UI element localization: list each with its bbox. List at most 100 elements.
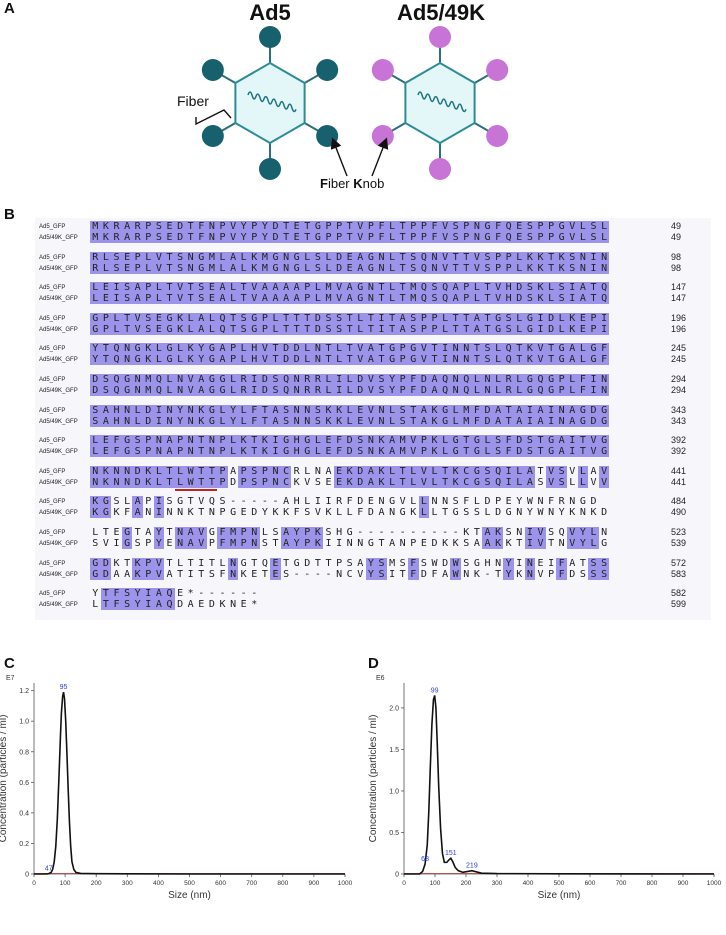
residue: D — [143, 415, 154, 427]
residue: H — [503, 293, 514, 305]
residue: S — [376, 385, 387, 396]
residue: L — [153, 282, 165, 294]
sequence-name: Ad5/49K_GFP — [39, 357, 78, 364]
residue: L — [429, 465, 440, 477]
residue: G — [280, 446, 292, 458]
residue: K — [556, 262, 567, 274]
residue: T — [516, 538, 523, 549]
residue: Y — [174, 415, 186, 427]
ad549k-title: Ad5/49K — [396, 0, 486, 25]
knob-label-f: F — [320, 176, 328, 191]
residue: L — [556, 323, 567, 335]
residue: L — [227, 435, 239, 447]
residue: Q — [503, 343, 514, 355]
residue: T — [185, 293, 196, 305]
residue: N — [280, 262, 292, 274]
residue: T — [471, 343, 483, 355]
residue: L — [386, 465, 398, 477]
residue: - — [230, 588, 237, 600]
residue: K — [240, 568, 247, 580]
residue: L — [514, 374, 525, 385]
residue: P — [418, 312, 430, 324]
capsid-hexagon — [404, 61, 476, 145]
residue: N — [558, 538, 565, 549]
residue: Y — [259, 232, 271, 243]
residue: N — [174, 374, 186, 385]
residue: L — [577, 221, 589, 232]
residue: A — [418, 404, 430, 416]
residue: L — [514, 465, 525, 477]
residue: G — [471, 476, 483, 488]
residue: N — [442, 496, 449, 508]
residue: V — [132, 323, 143, 335]
residue: I — [524, 538, 536, 549]
residue: T — [100, 599, 112, 611]
residue: G — [90, 557, 101, 569]
residue: N — [145, 507, 152, 519]
residue: S — [452, 496, 459, 508]
residue: V — [471, 262, 483, 274]
residue: T — [545, 354, 557, 366]
residue-count: 343 — [671, 404, 687, 415]
fiber-knob — [259, 26, 281, 48]
residue: Y — [153, 538, 165, 549]
residue: I — [113, 538, 120, 549]
residue: I — [153, 507, 165, 519]
residue: S — [143, 323, 154, 335]
residue: D — [132, 465, 143, 477]
residue: L — [164, 374, 175, 385]
residue: T — [386, 323, 398, 335]
sequence-name: Ad5_GFP — [39, 530, 66, 536]
residue: M — [143, 374, 154, 385]
residue: L — [217, 251, 228, 263]
residue: F — [196, 232, 207, 243]
residue: V — [304, 476, 311, 488]
residue: D — [270, 232, 281, 243]
residue: L — [386, 293, 398, 305]
residue: M — [461, 415, 472, 427]
residue: E — [121, 251, 133, 263]
residue: D — [174, 232, 186, 243]
residue: D — [312, 323, 324, 335]
residue: K — [376, 435, 387, 447]
residue: G — [121, 527, 133, 538]
residue: D — [495, 507, 502, 519]
residue: A — [325, 465, 332, 477]
residue: A — [429, 385, 440, 396]
residue: A — [556, 446, 567, 458]
residue: K — [323, 415, 334, 427]
residue-count: 196 — [671, 323, 687, 334]
residue: P — [461, 232, 472, 243]
residue: M — [206, 262, 218, 274]
residue: L — [514, 323, 525, 335]
residue: S — [588, 221, 599, 232]
residue: Q — [492, 465, 504, 477]
sequence-name: Ad5_GFP — [39, 346, 66, 353]
residue: E — [355, 404, 366, 416]
residue: Y — [261, 507, 268, 519]
residue: E — [325, 476, 332, 488]
residue: P — [397, 374, 408, 385]
residue: A — [164, 446, 175, 458]
residue: D — [90, 374, 101, 385]
residue: I — [198, 557, 205, 569]
ad5-virus — [201, 26, 339, 180]
residue: S — [196, 293, 207, 305]
residue: T — [164, 293, 175, 305]
residue: P — [461, 221, 472, 232]
residue: G — [482, 221, 493, 232]
residue: Y — [90, 343, 101, 355]
residue: S — [261, 538, 268, 549]
residue: N — [174, 385, 186, 396]
residue: G — [492, 312, 504, 324]
residue: P — [503, 262, 514, 274]
residue: N — [164, 404, 175, 416]
residue: F — [111, 599, 122, 611]
residue: N — [431, 496, 438, 508]
residue: E — [198, 599, 205, 611]
residue: L — [484, 507, 491, 519]
residue: E — [514, 232, 525, 243]
sequence-name: Ad5/49K_GFP — [39, 510, 78, 517]
